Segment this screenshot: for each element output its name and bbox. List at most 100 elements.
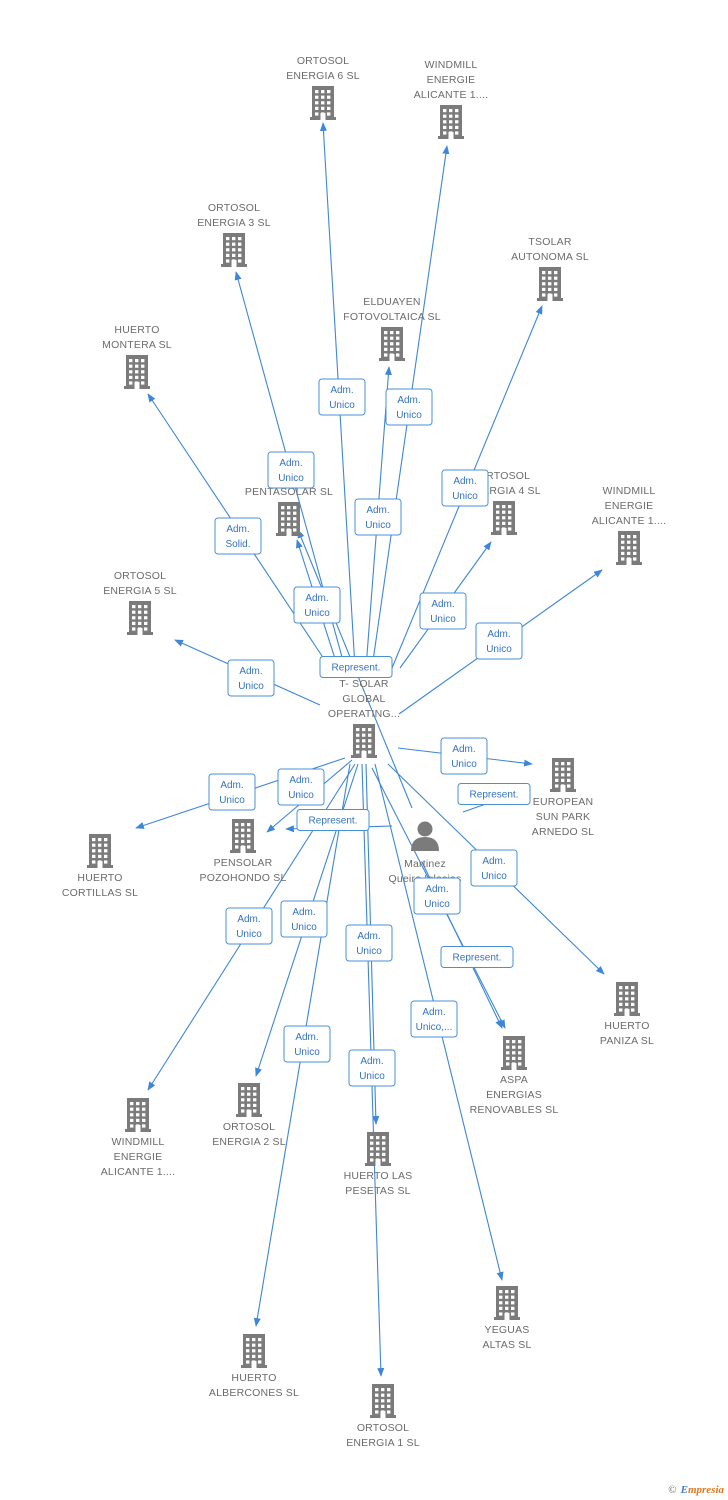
edge-label-tsolar_global-paniza[interactable]: Adm.Unico: [470, 849, 518, 887]
empresia-logo[interactable]: Empresia: [681, 1484, 724, 1496]
edge-label-box: [267, 451, 315, 489]
edge-label-tsolar_global-ortosol6[interactable]: Adm.Unico: [318, 378, 366, 416]
edge-label-text: Unico: [481, 871, 507, 882]
node-label: AUTONOMA SL: [511, 251, 589, 263]
edge-label-tsolar_global-pesetas[interactable]: Adm.Unico: [345, 924, 393, 962]
edge-label-box: [440, 946, 514, 968]
building-icon: [221, 233, 247, 267]
edge-label-text: Unico: [291, 922, 317, 933]
node-label: ENERGIA 3 SL: [197, 217, 271, 229]
edge-label-box: [354, 498, 402, 536]
edge-label-tsolar_global-tsolar[interactable]: Adm.Unico: [441, 469, 489, 507]
edge-label-text: Adm.: [357, 931, 380, 942]
node-label: HUERTO: [114, 324, 159, 336]
node-label: ELDUAYEN: [363, 296, 420, 308]
building-icon: [365, 1132, 391, 1166]
node-label: ORTOSOL: [223, 1121, 275, 1133]
building-icon: [494, 1286, 520, 1320]
edge-label-text: Adm.: [422, 1007, 445, 1018]
edge-label-box: [227, 659, 275, 697]
edge-label-tsolar_global-ortosol5[interactable]: Adm.Unico: [227, 659, 275, 697]
edge-label-tsolar_global-windmill_bottom[interactable]: Adm.Unico: [225, 907, 273, 945]
edge-label-tsolar_global-ortosol2[interactable]: Adm.Unico: [280, 900, 328, 938]
edge-label-box: [348, 1049, 396, 1087]
edge-label-tsolar_global-european[interactable]: Adm.Unico: [440, 737, 488, 775]
node-label: ORTOSOL: [114, 570, 166, 582]
edge-label-text: Represent.: [453, 953, 502, 964]
node-tsolar_global[interactable]: T- SOLARGLOBALOPERATING...: [328, 678, 400, 758]
building-icon: [351, 724, 377, 758]
edge-label-tsolar_global-montera[interactable]: Adm.Solid.: [214, 517, 262, 555]
edge-label-tsolar_global-pensolar[interactable]: Adm.Unico: [277, 768, 325, 806]
edge-label-text: Adm.: [397, 395, 420, 406]
building-icon: [87, 834, 113, 868]
edge-label-text: Adm.: [431, 599, 454, 610]
edge-label-box: [319, 656, 393, 678]
edge-label-tsolar_global-cortillas[interactable]: Adm.Unico: [208, 773, 256, 811]
edge-label-martinez-aspa[interactable]: Represent.: [440, 946, 514, 968]
edge-label-text: Adm.: [366, 505, 389, 516]
edge-label-tsolar_global-ortosol1[interactable]: Adm.Unico: [348, 1049, 396, 1087]
building-icon: [124, 355, 150, 389]
edge-label-tsolar_global-windmill_top[interactable]: Adm.Unico: [385, 388, 433, 426]
edge-label-text: Adm.: [487, 629, 510, 640]
building-icon: [616, 531, 642, 565]
edge-label-tsolar_global-albercones[interactable]: Adm. Unico: [283, 1025, 331, 1063]
edge-label-text: Adm.: [295, 1032, 318, 1043]
building-icon: [276, 502, 302, 536]
edge-label-box: [225, 907, 273, 945]
node-pentasolar[interactable]: PENTASOLAR SL: [245, 486, 333, 536]
edge-label-martinez-european[interactable]: Represent.: [457, 783, 531, 805]
edge-label-tsolar_global-pentasolar[interactable]: Adm.Unico: [293, 586, 341, 624]
edge-label-text: Unico: [329, 400, 355, 411]
node-label: EUROPEAN: [533, 796, 594, 808]
edge-label-box: [214, 517, 262, 555]
edge-label-martinez-pensolar[interactable]: Represent.: [296, 809, 370, 831]
copyright-symbol: ©: [668, 1484, 677, 1496]
edge-label-tsolar_global-yeguas[interactable]: Adm. Unico,...: [410, 1000, 458, 1038]
edge-label-tsolar_global-aspa[interactable]: Adm.Unico: [413, 877, 461, 915]
edge-label-box: [208, 773, 256, 811]
edge-label-martinez-pentasolar[interactable]: Represent.: [319, 656, 393, 678]
edge-label-box: [283, 1025, 331, 1063]
edge-label-box: [280, 900, 328, 938]
node-label: ENERGIA 5 SL: [103, 585, 177, 597]
edge-label-text: Unico: [359, 1071, 385, 1082]
node-label: PENTASOLAR SL: [245, 486, 333, 498]
node-label: ORTOSOL: [208, 202, 260, 214]
node-ortosol5[interactable]: ORTOSOL ENERGIA 5 SL: [103, 570, 177, 635]
edge-label-tsolar_global-ortosol3[interactable]: Adm.Unico: [267, 451, 315, 489]
edge-label-box: [475, 622, 523, 660]
node-label: POZOHONDO SL: [200, 872, 287, 884]
edge-label-box: [419, 592, 467, 630]
edge-label-tsolar_global-ortosol4[interactable]: Adm.Unico: [419, 592, 467, 630]
edge-label-text: Unico: [219, 795, 245, 806]
edge-label-text: Unico: [486, 644, 512, 655]
edge-label-tsolar_global-elduayen[interactable]: Adm.Unico: [354, 498, 402, 536]
edge-label-text: Represent.: [309, 816, 358, 827]
edge-label-text: Unico,...: [416, 1022, 453, 1033]
edge-label-box: [277, 768, 325, 806]
node-ortosol3[interactable]: ORTOSOL ENERGIA 3 SL: [197, 202, 271, 267]
edge-label-tsolar_global-windmill_right[interactable]: Adm. Unico: [475, 622, 523, 660]
edge-label-text: Unico: [294, 1047, 320, 1058]
